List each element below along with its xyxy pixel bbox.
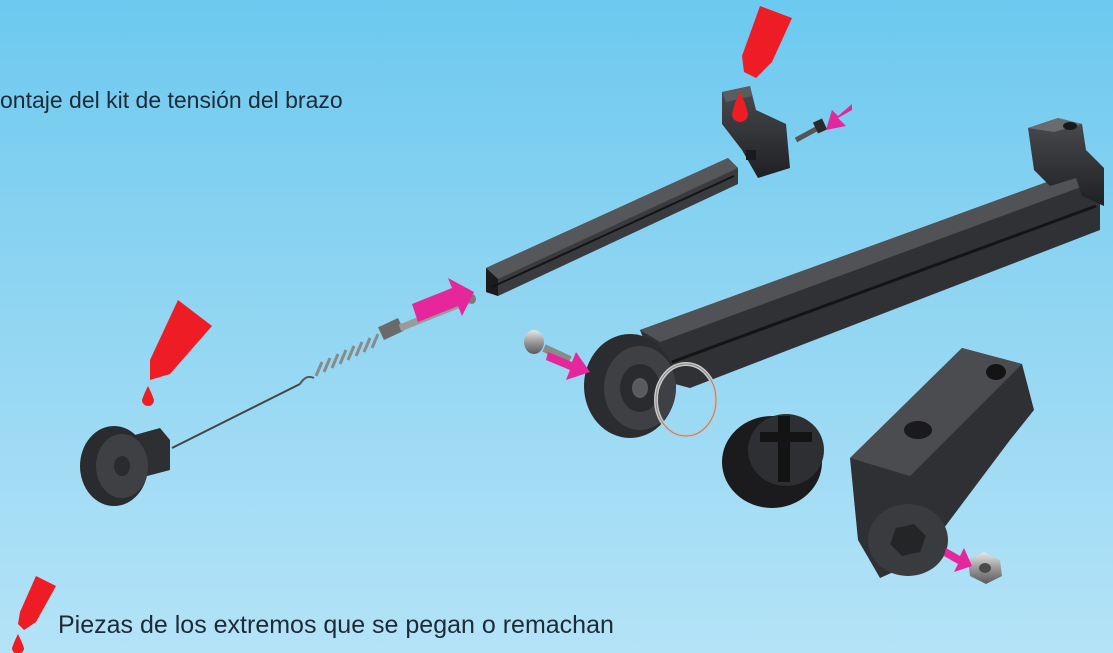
arrow-icon (546, 352, 590, 380)
small-wheel (80, 426, 170, 506)
arrow-icon (826, 104, 852, 130)
glue-tube-icon (142, 300, 212, 406)
legend-glue-tube-icon (12, 576, 56, 653)
legend-text: Piezas de los extremos que se pegan o re… (58, 611, 614, 639)
small-bolt (794, 118, 828, 143)
plastic-insert (722, 414, 824, 508)
hex-nut (968, 552, 1002, 584)
arrow-icon (412, 278, 474, 322)
glue-tube-icon (732, 6, 792, 122)
diagram-title: ontaje del kit de tensión del brazo (0, 87, 343, 113)
main-arm (640, 118, 1104, 388)
upper-arm-tube (486, 158, 738, 296)
split-ring (654, 362, 718, 438)
side-plate (850, 348, 1034, 578)
arrow-icon (944, 548, 972, 572)
spring-cable-assembly (171, 294, 476, 449)
socket-bolt (524, 330, 572, 364)
